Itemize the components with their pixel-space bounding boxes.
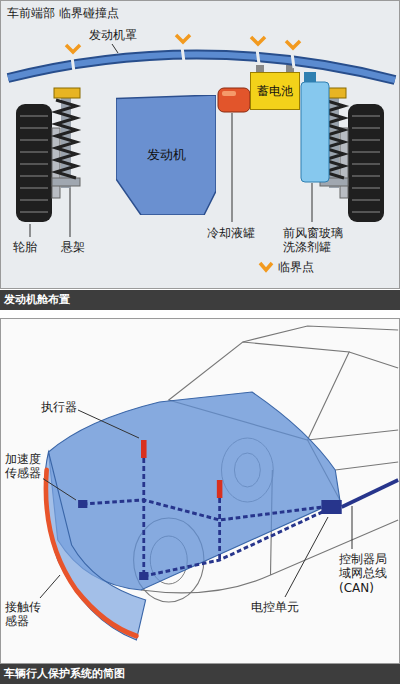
part-label: 前风窗玻璃 洗涤剂罐 (282, 226, 345, 255)
part-label: 控制器局 域网总线 (CAN) (338, 552, 389, 595)
washer-tank (301, 82, 329, 182)
part-label: 悬架 (60, 240, 86, 254)
node-text: 发动机舱布置 (4, 293, 400, 306)
node-text: 车辆行人保护系统的简图 (4, 667, 400, 680)
node-text: 发动机 (147, 147, 186, 163)
caption-band: 发动机舱布置 (0, 290, 400, 310)
battery-box: 蓄电池 (250, 72, 300, 110)
acceleration-sensor (78, 500, 87, 508)
engine-block: 发动机 (116, 95, 216, 215)
acceleration-sensor (139, 572, 148, 580)
legend-chevron (260, 263, 272, 270)
car-figure (45, 326, 399, 640)
contact-sensor-strip (46, 470, 136, 636)
leader-line (40, 410, 352, 598)
legend-chevron (258, 261, 274, 273)
actuator-symbol (141, 440, 147, 458)
bonnet (8, 54, 395, 80)
actuator-symbol (217, 480, 223, 498)
part-label: 轮胎 (12, 240, 38, 254)
node-text: 蓄电池 (257, 84, 293, 98)
bonnet-gap (72, 47, 294, 72)
bumper-region (45, 452, 146, 640)
lower-arm (52, 178, 80, 186)
part-label: 发动机罩 (88, 28, 138, 42)
part-label: 车前端部 临界碰撞点 (6, 6, 120, 20)
coolant-tank (218, 88, 250, 112)
hood-region (49, 392, 340, 590)
caption-band: 车辆行人保护系统的简图 (0, 664, 400, 684)
spring-mount (54, 88, 80, 98)
part-label: 接触传 感器 (4, 600, 43, 629)
coil-spring (56, 100, 76, 178)
legend: 临界点 (258, 260, 314, 274)
legend-row: 临界点 (258, 260, 314, 274)
wheel-hub (340, 128, 348, 198)
part-label: 执行器 (40, 400, 78, 414)
panel-ground (1, 319, 400, 664)
leader-line (30, 44, 312, 237)
wheel-hub (52, 128, 60, 198)
part-label: 冷却液罐 (206, 226, 256, 240)
engine-outline (116, 95, 216, 215)
ecu-box (321, 500, 341, 514)
part-label: 加速度 传感器 (4, 452, 43, 481)
tank-highlight (222, 91, 236, 96)
panel-ground (1, 1, 400, 289)
battery-terminal (256, 65, 264, 72)
tank-cap (304, 72, 316, 82)
bonnet (8, 54, 395, 80)
signal-wire (83, 458, 323, 576)
can-bus-line (342, 480, 398, 507)
part-label: 电控单元 (250, 600, 300, 614)
legend-text: 临界点 (278, 260, 314, 274)
